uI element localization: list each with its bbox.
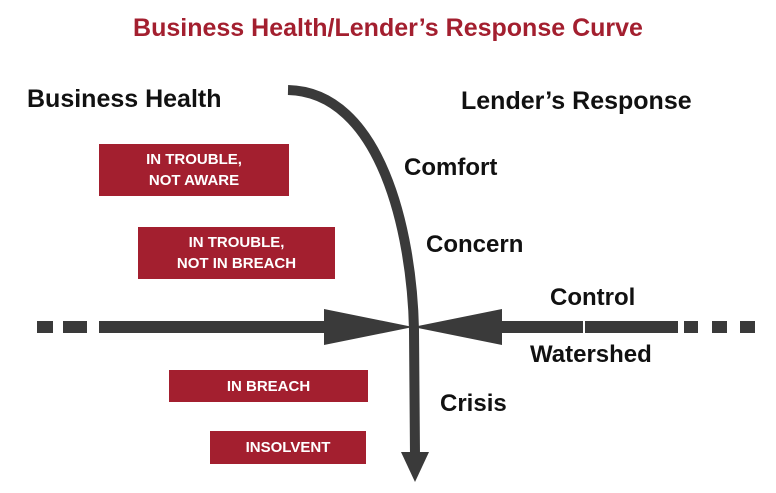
- left-horizontal-arrow: [99, 309, 413, 345]
- stage-badge-in-trouble-not-in-breach: IN TROUBLE, NOT IN BREACH: [138, 227, 335, 279]
- stage-badge-in-breach: IN BREACH: [169, 370, 368, 402]
- right-horizontal-arrow: [413, 309, 698, 345]
- badge-line: IN BREACH: [226, 377, 311, 395]
- left-dashed-line: [37, 321, 87, 333]
- vertical-curve-arrow: [287, 85, 429, 482]
- lender-stage-control: Control: [550, 284, 636, 311]
- lender-stage-concern: Concern: [426, 231, 524, 258]
- badge-line: NOT AWARE: [148, 172, 240, 189]
- badge-line: NOT IN BREACH: [176, 255, 297, 272]
- lenders-response-heading: Lender’s Response: [461, 87, 692, 115]
- lender-stage-watershed: Watershed: [530, 341, 652, 368]
- business-health-heading: Business Health: [27, 85, 222, 113]
- stage-badge-in-trouble-not-aware: IN TROUBLE, NOT AWARE: [99, 144, 289, 196]
- diagram-title: Business Health/Lender’s Response Curve: [133, 14, 643, 42]
- lender-stage-crisis: Crisis: [440, 390, 507, 417]
- stage-badge-insolvent: INSOLVENT: [210, 431, 366, 464]
- right-dashed-line: [712, 321, 755, 333]
- badge-line: IN TROUBLE,: [146, 151, 242, 168]
- badge-line: IN TROUBLE,: [188, 234, 285, 251]
- lender-stage-comfort: Comfort: [404, 154, 498, 181]
- badge-line: INSOLVENT: [245, 439, 331, 456]
